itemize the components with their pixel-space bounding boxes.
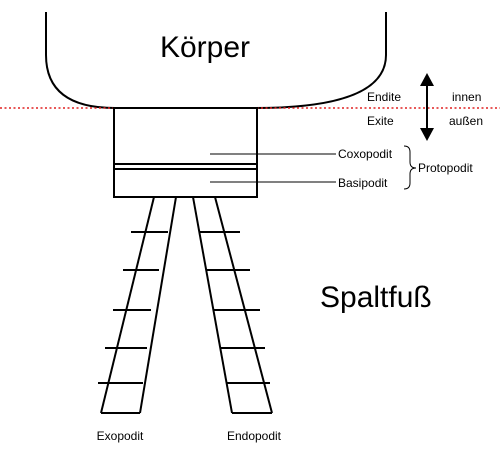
inner-label: innen bbox=[452, 90, 481, 104]
exopodit-branch bbox=[98, 196, 177, 414]
endopodit-label: Endopodit bbox=[227, 429, 282, 443]
endopodit-branch bbox=[192, 196, 273, 414]
curly-brace-icon bbox=[403, 145, 417, 190]
double-vertical-arrow-icon bbox=[420, 73, 434, 141]
body-label: Körper bbox=[160, 31, 250, 64]
outer-label: außen bbox=[449, 114, 483, 128]
endite-label: Endite bbox=[367, 90, 401, 104]
coxopodit-label: Coxopodit bbox=[338, 147, 393, 161]
basipodit-label: Basipodit bbox=[338, 176, 388, 190]
protopodit-box bbox=[113, 107, 258, 198]
protopodit-label: Protopodit bbox=[418, 161, 473, 175]
exopodit-label: Exopodit bbox=[97, 429, 144, 443]
exite-label: Exite bbox=[367, 114, 394, 128]
title-label: Spaltfuß bbox=[320, 281, 432, 314]
